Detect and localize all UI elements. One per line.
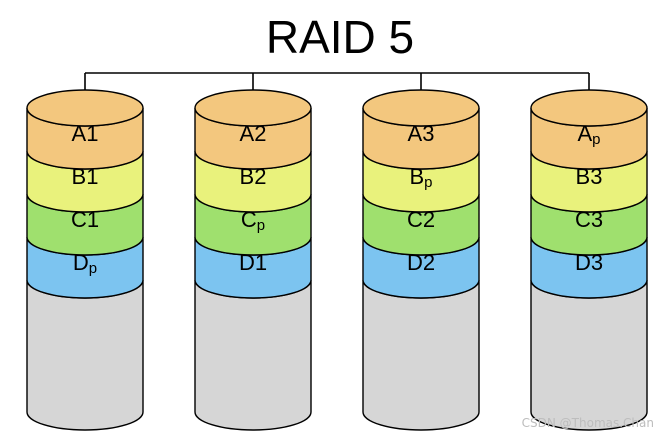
data-block-label: C1 bbox=[71, 207, 99, 232]
parity-block-label: Ap bbox=[577, 121, 600, 148]
disk-top bbox=[26, 89, 144, 127]
parity-block-label: Dp bbox=[73, 250, 97, 277]
parity-block-label: Bp bbox=[409, 164, 432, 191]
data-block-label: C2 bbox=[407, 207, 435, 232]
diagram-title: RAID 5 bbox=[266, 11, 414, 63]
disk-top bbox=[362, 89, 480, 127]
watermark: CSDN @Thomas.Chan bbox=[522, 416, 654, 430]
data-block-label: B1 bbox=[72, 164, 99, 189]
data-block-label: A2 bbox=[240, 121, 267, 146]
data-block-label: C3 bbox=[575, 207, 603, 232]
data-block-label: A3 bbox=[408, 121, 435, 146]
data-block-label: A1 bbox=[72, 121, 99, 146]
disk-empty-space bbox=[530, 279, 648, 431]
connector-bus bbox=[84, 72, 590, 108]
disk-empty-space bbox=[362, 279, 480, 431]
data-block-label: D1 bbox=[239, 250, 267, 275]
disk-empty-space bbox=[26, 279, 144, 431]
data-block-label: D3 bbox=[575, 250, 603, 275]
disk-top bbox=[194, 89, 312, 127]
data-block-label: B3 bbox=[576, 164, 603, 189]
data-block-label: D2 bbox=[407, 250, 435, 275]
disk-top bbox=[530, 89, 648, 127]
disk-empty-space bbox=[194, 279, 312, 431]
data-block-label: B2 bbox=[240, 164, 267, 189]
parity-block-label: Cp bbox=[241, 207, 265, 234]
